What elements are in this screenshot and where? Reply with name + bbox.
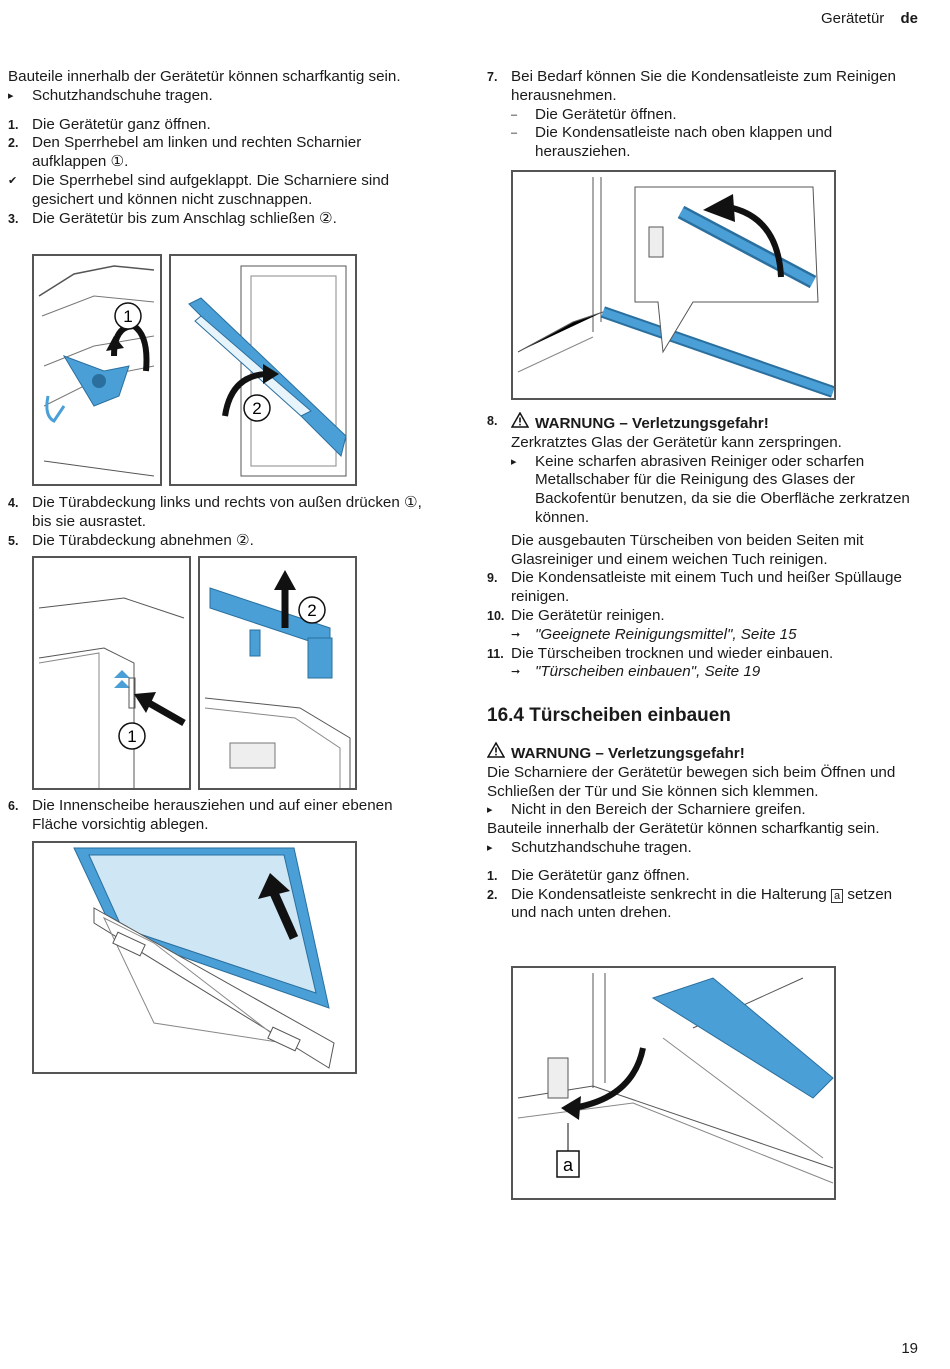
right-column: 7. Bei Bedarf können Sie die Kondensatle… [487, 68, 919, 162]
section-16-4: 16.4 Türscheiben einbauen WARNUNG – Verl… [486, 704, 919, 923]
step-5: 5. Die Türabdeckung abnehmen ②. [8, 531, 254, 549]
install-step-2: 2. Die Kondensatleiste senkrecht in die … [487, 885, 893, 922]
step-4: 4. Die Türabdeckung links und rechts von… [8, 494, 422, 530]
step-8-text: Zerkratztes Glas der Gerätetür kann zers… [511, 433, 842, 451]
figure-hinge-lever: 1 [32, 254, 162, 486]
step-11-link[interactable]: ➞ "Türscheiben einbauen", Seite 19 [511, 663, 761, 681]
insert-strip-illustration: a [517, 973, 834, 1184]
fig-label-2: 2 [252, 399, 261, 418]
step-9: 9. Die Kondensatleiste mit einem Tuch un… [487, 569, 902, 606]
fig-label-1: 1 [123, 307, 132, 326]
label-a-box: a [830, 888, 844, 903]
intro-warning: Bauteile innerhalb der Gerätetür können … [8, 68, 401, 85]
figure-inner-pane [32, 841, 357, 1074]
check-icon: ✔ [8, 174, 18, 187]
press-cover-illustration: 1 [38, 597, 186, 788]
warning-2-text-2: Bauteile innerhalb der Gerätetür können … [487, 820, 880, 838]
warning-2-action-2: ▸ Schutzhandschuhe tragen. [487, 838, 692, 856]
svg-text:1: 1 [127, 727, 136, 746]
triangle-icon: ▸ [8, 89, 14, 102]
install-step-1: 1. Die Gerätetür ganz öffnen. [487, 866, 690, 884]
step-10-link[interactable]: ➞ "Geeignete Reinigungsmittel", Seite 15 [511, 625, 797, 643]
door-close-illustration: 2 [188, 265, 347, 477]
condensate-strip-illustration [517, 177, 834, 398]
fig-label-a: a [563, 1155, 574, 1175]
step-1: 1. Die Gerätetür ganz öffnen. [8, 115, 211, 133]
hinge-lever-illustration: 1 [38, 265, 155, 477]
figure-door-close: 2 [169, 254, 357, 486]
language-code: de [900, 10, 918, 27]
warning-2-action: ▸ Nicht in den Bereich der Scharniere gr… [487, 801, 806, 819]
figure-condensate-strip [511, 170, 836, 400]
step-8: 8. WARNUNG – Verletzungsgefahr! [487, 411, 769, 434]
left-column: Bauteile innerhalb der Gerätetür können … [8, 68, 426, 228]
warning-icon [510, 411, 535, 434]
step-7: 7. Bei Bedarf können Sie die Kondensatle… [487, 68, 896, 104]
svg-text:2: 2 [307, 601, 316, 620]
warning-2: WARNUNG – Verletzungsgefahr! [486, 741, 919, 764]
warning-2-text: Die Scharniere der Gerätetür bewegen sic… [487, 763, 896, 800]
remove-cover-illustration: 2 [204, 570, 351, 788]
step-2: 2. Den Sperrhebel am linken und rechten … [8, 134, 362, 171]
page-number: 19 [901, 1340, 918, 1358]
left-steps-4-5: 4. Die Türabdeckung links und rechts von… [8, 494, 426, 550]
right-steps-8-11: 8. WARNUNG – Verletzungsgefahr! Zerkratz… [487, 411, 919, 682]
intro-action: ▸ Schutzhandschuhe tragen. [8, 86, 213, 104]
step-3: 3. Die Gerätetür bis zum Anschlag schlie… [8, 209, 337, 227]
step-8-extra: Die ausgebauten Türscheiben von beiden S… [511, 531, 864, 568]
figure-remove-cover: 2 [198, 556, 357, 790]
step-2-result: ✔ Die Sperrhebel sind aufgeklappt. Die S… [8, 171, 390, 208]
step-11: 11. Die Türscheiben trocknen und wieder … [487, 644, 834, 662]
step-7-sub-2: – Die Kondensatleiste nach oben klappen … [511, 124, 833, 161]
section-title: 16.4 Türscheiben einbauen [487, 705, 731, 726]
step-7-sub-1: – Die Gerätetür öffnen. [511, 105, 677, 123]
step-10: 10. Die Gerätetür reinigen. [487, 606, 665, 624]
inner-pane-illustration [73, 847, 335, 1069]
warning-icon [486, 741, 511, 764]
warning-title: WARNUNG – Verletzungsgefahr! [535, 415, 769, 432]
page-header: Gerätetür de [821, 10, 918, 29]
figure-insert-strip: a [511, 966, 836, 1200]
left-step-6: 6. Die Innenscheibe herausziehen und auf… [8, 797, 426, 835]
section-name: Gerätetür [820, 10, 885, 27]
step-6: 6. Die Innenscheibe herausziehen und auf… [8, 797, 393, 833]
step-8-action: ▸ Keine scharfen abrasiven Reiniger oder… [511, 452, 910, 526]
figure-press-cover: 1 [32, 556, 191, 790]
